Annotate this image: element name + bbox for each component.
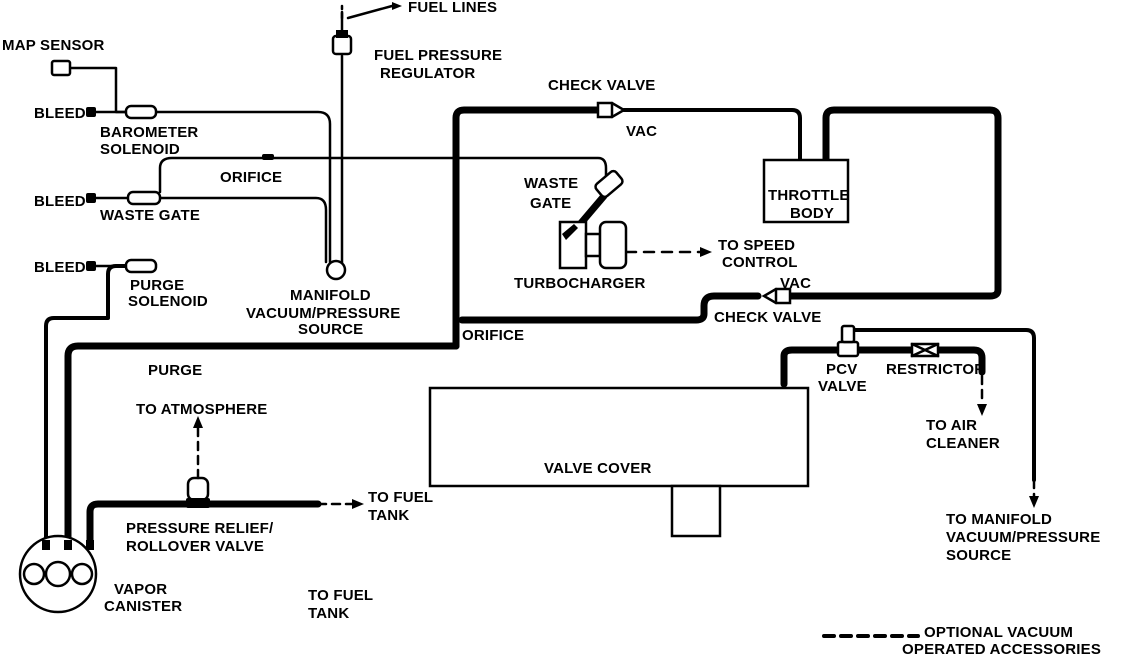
hose-orifice-top [158, 156, 608, 194]
label-waste-gate-turbo-1: WASTE [524, 175, 578, 192]
label-vapor-canister-2: CANISTER [104, 598, 182, 615]
optional-lines [196, 250, 1036, 638]
barometer-solenoid [124, 104, 158, 120]
restrictor [910, 342, 940, 358]
label-fuel-lines: FUEL LINES [408, 0, 497, 16]
hose-restrictor-air [934, 346, 986, 376]
label-map-sensor: MAP SENSOR [2, 37, 105, 54]
hose-pcv-manifold [846, 328, 1036, 482]
hose-throttle-loop [786, 106, 1002, 300]
label-manifold-source-3: SOURCE [298, 321, 363, 338]
label-to-fuel-tank-1b: TANK [368, 507, 409, 524]
label-to-fuel-tank-1a: TO FUEL [368, 489, 433, 506]
vapor-canister [18, 534, 98, 614]
labels: FUEL LINES MAP SENSOR FUEL PRESSURE REGU… [2, 0, 1101, 656]
hose-pressure-relief [86, 500, 322, 548]
hose-wastegate-manifold [158, 196, 328, 264]
label-vac-top: VAC [626, 123, 657, 140]
label-fuel-pressure-regulator-1: FUEL PRESSURE [374, 47, 502, 64]
arrow-speed-control [700, 247, 712, 257]
label-throttle-body-2: BODY [790, 205, 834, 222]
hoses [44, 54, 1036, 550]
check-valve-right [761, 287, 792, 305]
label-orifice-mid: ORIFICE [462, 327, 524, 344]
label-fuel-pressure-regulator-2: REGULATOR [380, 65, 475, 82]
pcv-valve [836, 324, 860, 358]
turbocharger [558, 220, 628, 270]
throttle-body [762, 158, 850, 224]
label-bleed-1: BLEED [34, 105, 86, 122]
label-to-atmosphere: TO ATMOSPHERE [136, 401, 268, 418]
fuel-pressure-regulator [331, 4, 394, 56]
label-purge-solenoid-2: SOLENOID [128, 293, 208, 310]
label-pcv-valve-1: PCV [826, 361, 857, 378]
label-pressure-relief-1: PRESSURE RELIEF/ [126, 520, 274, 537]
label-legend-2: OPERATED ACCESSORIES [902, 641, 1101, 656]
label-pressure-relief-2: ROLLOVER VALVE [126, 538, 264, 555]
label-vac-right: VAC [780, 275, 811, 292]
hose-checkvalve-throttle [622, 108, 802, 162]
label-check-valve-top: CHECK VALVE [548, 77, 656, 94]
pressure-relief-valve [186, 468, 210, 508]
label-orifice-top: ORIFICE [220, 169, 282, 186]
label-to-speed-control-2: CONTROL [722, 254, 798, 271]
label-waste-gate-left: WASTE GATE [100, 207, 200, 224]
waste-gate-solenoid [126, 190, 162, 206]
label-bleed-2: BLEED [34, 193, 86, 210]
waste-gate-actuator [594, 169, 624, 199]
label-to-fuel-tank-2b: TANK [308, 605, 349, 622]
label-barometer-solenoid-1: BAROMETER [100, 124, 198, 141]
label-pcv-valve-2: VALVE [818, 378, 867, 395]
manifold-source [325, 259, 347, 281]
hose-barometer-manifold [154, 110, 332, 264]
hose-checkvalve-orifice [458, 292, 762, 324]
label-to-fuel-tank-2a: TO FUEL [308, 587, 373, 604]
label-barometer-solenoid-2: SOLENOID [100, 141, 180, 158]
check-valve-top [596, 101, 627, 119]
label-manifold-source-1: MANIFOLD [290, 287, 371, 304]
valve-cover [428, 386, 810, 488]
bleed-port-3 [86, 261, 96, 271]
label-valve-cover: VALVE COVER [544, 460, 652, 477]
hose-purge-canister [44, 264, 128, 544]
purge-solenoid [124, 258, 158, 274]
label-check-valve-right: CHECK VALVE [714, 309, 822, 326]
bleed-port-2 [86, 193, 96, 203]
label-throttle-body-1: THROTTLE [768, 187, 850, 204]
label-turbocharger: TURBOCHARGER [514, 275, 646, 292]
label-purge: PURGE [148, 362, 202, 379]
map-sensor [50, 59, 72, 77]
label-to-air-cleaner-2: CLEANER [926, 435, 1000, 452]
label-to-manifold-1: TO MANIFOLD [946, 511, 1052, 528]
label-to-manifold-3: SOURCE [946, 547, 1011, 564]
label-to-speed-control-1: TO SPEED [718, 237, 795, 254]
hose-pcv [780, 346, 842, 388]
hose-purge-main [64, 342, 460, 546]
arrow-to-manifold [1029, 496, 1039, 508]
valve-cover-neck [670, 484, 722, 538]
label-to-manifold-2: VACUUM/PRESSURE [946, 529, 1100, 546]
label-manifold-source-2: VACUUM/PRESSURE [246, 305, 400, 322]
label-to-air-cleaner-1: TO AIR [926, 417, 977, 434]
arrow-to-air-cleaner [977, 404, 987, 416]
arrows [193, 2, 1039, 509]
label-restrictor: RESTRICTOR [886, 361, 985, 378]
hose-main-vertical [452, 106, 602, 350]
arrow-to-atmosphere [193, 416, 203, 428]
label-waste-gate-turbo-2: GATE [530, 195, 571, 212]
label-vapor-canister-1: VAPOR [114, 581, 167, 598]
orifice-marker-top [262, 154, 274, 160]
bleed-port-1 [86, 107, 96, 117]
label-purge-solenoid-1: PURGE [130, 277, 184, 294]
arrow-to-fuel-tank [352, 499, 364, 509]
label-bleed-3: BLEED [34, 259, 86, 276]
arrow-fuel-lines [392, 2, 402, 10]
label-legend-1: OPTIONAL VACUUM [924, 624, 1073, 641]
